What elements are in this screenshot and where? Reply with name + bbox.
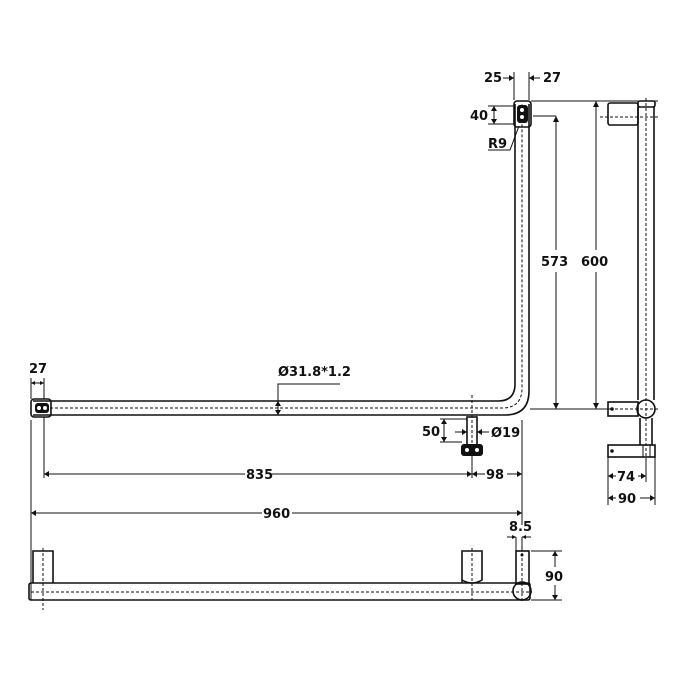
top-view: 8.5 90 xyxy=(28,520,563,610)
dim-90-side: 90 xyxy=(618,492,636,507)
support-flange xyxy=(461,444,483,456)
dim-600: 600 xyxy=(581,255,608,270)
dim-40: 40 xyxy=(470,109,488,124)
dim-phi19: Ø19 xyxy=(491,426,520,441)
dim-835: 835 xyxy=(246,468,273,483)
front-view: 25 27 40 R9 573 600 27 Ø31.8*1.2 xyxy=(29,71,658,600)
dim-tube-diameter: Ø31.8*1.2 xyxy=(278,365,351,380)
dim-90-top: 90 xyxy=(545,570,563,585)
dim-27-top: 27 xyxy=(543,71,561,86)
left-flange xyxy=(30,398,52,418)
dim-74: 74 xyxy=(617,470,635,485)
dim-8-5: 8.5 xyxy=(509,520,532,535)
dim-960: 960 xyxy=(263,507,290,522)
dim-50: 50 xyxy=(422,425,440,440)
dim-25: 25 xyxy=(484,71,502,86)
top-flange xyxy=(513,100,532,128)
side-view: 74 90 xyxy=(600,98,660,507)
dim-27-left: 27 xyxy=(29,362,47,377)
dim-98: 98 xyxy=(486,468,504,483)
dim-573: 573 xyxy=(541,255,568,270)
dim-r9: R9 xyxy=(488,137,507,152)
